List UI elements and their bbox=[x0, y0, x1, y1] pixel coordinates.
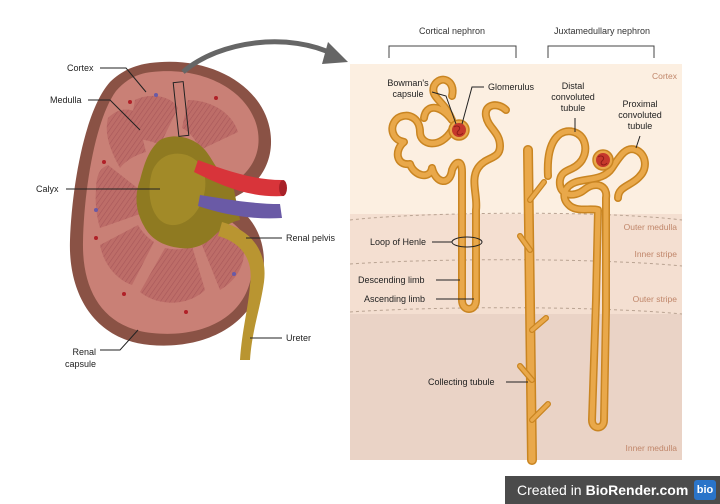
label-proximal-tubule: Proximal bbox=[622, 99, 657, 109]
label-loop-of-henle: Loop of Henle bbox=[370, 237, 426, 247]
panel-inner-medulla-zone bbox=[350, 314, 682, 460]
title-cortical-nephron: Cortical nephron bbox=[419, 26, 485, 36]
juxtamedullary-nephron bbox=[543, 127, 649, 432]
title-juxtamedullary-nephron: Juxtamedullary nephron bbox=[554, 26, 650, 36]
ureter bbox=[218, 222, 265, 360]
cortex-vessels bbox=[94, 93, 236, 314]
leader-proximal bbox=[635, 135, 641, 149]
label-renal-capsule: capsule bbox=[65, 359, 96, 369]
leader-renal-capsule bbox=[100, 329, 139, 351]
label-cortex: Cortex bbox=[67, 63, 94, 73]
label-renal-pelvis: Renal pelvis bbox=[286, 233, 336, 243]
leader-glomerulus bbox=[461, 86, 484, 125]
credit-brand: BioRender.com bbox=[585, 482, 689, 498]
zone-label-inner-stripe: Inner stripe bbox=[634, 249, 677, 259]
pyramid bbox=[140, 246, 205, 303]
zone-boundary bbox=[349, 307, 683, 315]
pyramid bbox=[100, 225, 154, 285]
zone-label-inner-medulla: Inner medulla bbox=[625, 443, 677, 453]
zone-label-cortex: Cortex bbox=[652, 71, 678, 81]
magnified-section-marker bbox=[172, 81, 190, 137]
panel-outer-medulla-zone bbox=[350, 214, 682, 314]
label-glomerulus: Glomerulus bbox=[488, 82, 535, 92]
tubules bbox=[388, 75, 649, 465]
leader-medulla bbox=[88, 99, 141, 131]
label-bowmans-capsule: Bowman's bbox=[387, 78, 429, 88]
label-distal-tubule: convoluted bbox=[551, 92, 595, 102]
cortical-nephron bbox=[388, 75, 510, 313]
vessel-dot bbox=[102, 160, 106, 164]
vessel-dot bbox=[214, 96, 218, 100]
label-distal-tubule: tubule bbox=[561, 103, 586, 113]
bracket-juxtamedullary bbox=[547, 45, 655, 58]
glomerulus-cortical bbox=[448, 119, 470, 141]
juxta-tubule bbox=[545, 128, 648, 430]
collecting-branch bbox=[518, 180, 550, 422]
glomerulus-capillaries bbox=[597, 155, 608, 166]
pyramid bbox=[95, 165, 140, 228]
label-calyx: Calyx bbox=[36, 184, 59, 194]
cortical-convoluted-tubule bbox=[389, 102, 509, 312]
vessel-dot bbox=[94, 236, 98, 240]
label-renal-capsule: Renal bbox=[72, 347, 96, 357]
collecting-tubule bbox=[517, 145, 551, 465]
label-medulla: Medulla bbox=[50, 95, 82, 105]
credit-text: Created in bbox=[517, 482, 582, 498]
renal-artery bbox=[194, 160, 284, 197]
vessel-dot bbox=[122, 292, 126, 296]
renal-artery-end bbox=[279, 180, 287, 196]
glomerulus-juxtamedullary bbox=[592, 149, 614, 171]
label-distal-tubule: Distal bbox=[562, 81, 585, 91]
label-ureter: Ureter bbox=[286, 333, 311, 343]
zone-boundary bbox=[349, 259, 683, 267]
leader-bowmans bbox=[431, 91, 457, 125]
biorender-logo-icon: bio bbox=[694, 480, 716, 500]
bracket-cortical bbox=[388, 45, 517, 58]
leader-cortex bbox=[100, 67, 147, 93]
pyramid bbox=[106, 109, 146, 168]
kidney-illustration bbox=[69, 61, 287, 360]
nephron-panel bbox=[349, 64, 683, 460]
label-proximal-tubule: convoluted bbox=[618, 110, 662, 120]
zone-label-outer-stripe: Outer stripe bbox=[633, 294, 678, 304]
vessel-dot bbox=[232, 272, 236, 276]
label-descending-limb: Descending limb bbox=[358, 275, 425, 285]
zone-boundary bbox=[349, 212, 683, 221]
vessel-dot bbox=[128, 100, 132, 104]
cortical-upper-loops bbox=[421, 77, 456, 123]
label-proximal-tubule: tubule bbox=[628, 121, 653, 131]
label-bowmans-capsule: capsule bbox=[392, 89, 423, 99]
vessel-dot bbox=[94, 208, 98, 212]
label-collecting-tubule: Collecting tubule bbox=[428, 377, 495, 387]
renal-vein bbox=[198, 195, 282, 219]
zoom-arrow bbox=[181, 39, 337, 74]
label-ascending-limb: Ascending limb bbox=[364, 294, 425, 304]
vessel-dot bbox=[184, 310, 188, 314]
vessel-dot bbox=[154, 93, 158, 97]
pyramid bbox=[182, 100, 238, 150]
kidney-calyx-highlight bbox=[149, 153, 206, 226]
zone-label-outer-medulla: Outer medulla bbox=[624, 222, 678, 232]
glomerulus-capillaries bbox=[453, 125, 464, 136]
biorender-credit[interactable]: Created in BioRender.com bio bbox=[505, 476, 720, 504]
zoom-arrow-head bbox=[322, 42, 348, 64]
